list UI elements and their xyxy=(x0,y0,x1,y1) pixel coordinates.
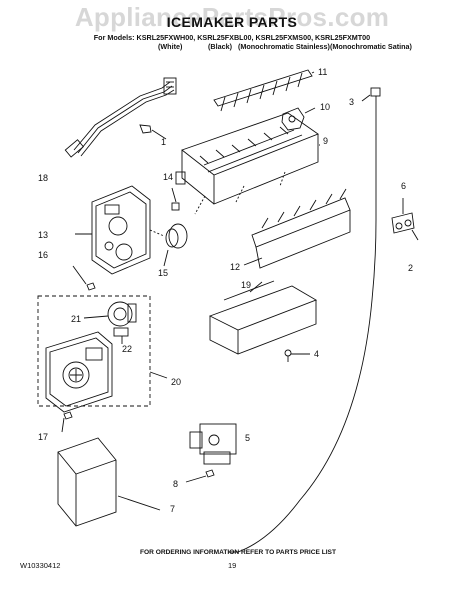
variant-mono-satina: (Monochromatic Satina) xyxy=(330,42,412,51)
part-module-plate xyxy=(45,331,113,413)
callout-numbers: 1 2 3 4 5 6 7 8 9 10 11 12 13 14 15 16 1… xyxy=(38,67,413,514)
part-ice-mold xyxy=(175,112,320,205)
variant-mono-stainless: (Monochromatic Stainless) xyxy=(238,42,330,51)
callout-9: 9 xyxy=(323,136,328,146)
callout-16: 16 xyxy=(38,250,48,260)
callout-21: 21 xyxy=(71,314,81,324)
document-number: W10330412 xyxy=(20,561,61,570)
ordering-note: FOR ORDERING INFORMATION REFER TO PARTS … xyxy=(140,549,336,556)
part-screw-14 xyxy=(171,187,180,211)
callout-14: 14 xyxy=(163,172,173,182)
variant-white: (White) xyxy=(158,42,183,51)
callout-4: 4 xyxy=(314,349,319,359)
part-clip xyxy=(139,124,167,140)
part-screw-4 xyxy=(284,349,310,362)
part-foam-block xyxy=(57,437,161,527)
part-tube-clamp xyxy=(391,198,419,241)
callout-2: 2 xyxy=(408,263,413,273)
part-fill-cup xyxy=(243,188,351,269)
callout-7: 7 xyxy=(170,504,175,514)
page-number: 19 xyxy=(228,561,237,570)
part-coupler xyxy=(163,223,188,267)
variant-black: (Black) xyxy=(208,42,232,51)
part-bearing xyxy=(281,107,316,131)
callout-10: 10 xyxy=(320,102,330,112)
part-screw-17 xyxy=(61,411,73,433)
callout-13: 13 xyxy=(38,230,48,240)
callout-1: 1 xyxy=(161,137,166,147)
part-fill-tube xyxy=(228,87,381,553)
callout-20: 20 xyxy=(171,377,181,387)
callout-18: 18 xyxy=(38,173,48,183)
part-screw-16 xyxy=(72,265,96,291)
callout-15: 15 xyxy=(158,268,168,278)
part-motor xyxy=(83,301,137,327)
models-line: For Models: KSRL25FXWH00, KSRL25FXBL00, … xyxy=(93,33,371,42)
page-title: ICEMAKER PARTS xyxy=(166,14,298,30)
callout-8: 8 xyxy=(173,479,178,489)
callout-3: 3 xyxy=(349,97,354,107)
callout-17: 17 xyxy=(38,432,48,442)
part-water-valve xyxy=(189,423,237,465)
callout-6: 6 xyxy=(401,181,406,191)
part-ejector xyxy=(213,69,315,112)
part-switch xyxy=(113,327,129,344)
callout-22: 22 xyxy=(122,344,132,354)
watermark: AppliancePartsPros.com xyxy=(74,2,390,32)
callout-19: 19 xyxy=(241,280,251,290)
part-bracket xyxy=(208,280,318,355)
callout-11: 11 xyxy=(318,67,327,77)
part-control-head xyxy=(75,185,151,275)
part-screw-8 xyxy=(185,469,215,483)
callout-12: 12 xyxy=(230,262,240,272)
callout-5: 5 xyxy=(245,433,250,443)
part-wire-harness xyxy=(64,77,177,158)
